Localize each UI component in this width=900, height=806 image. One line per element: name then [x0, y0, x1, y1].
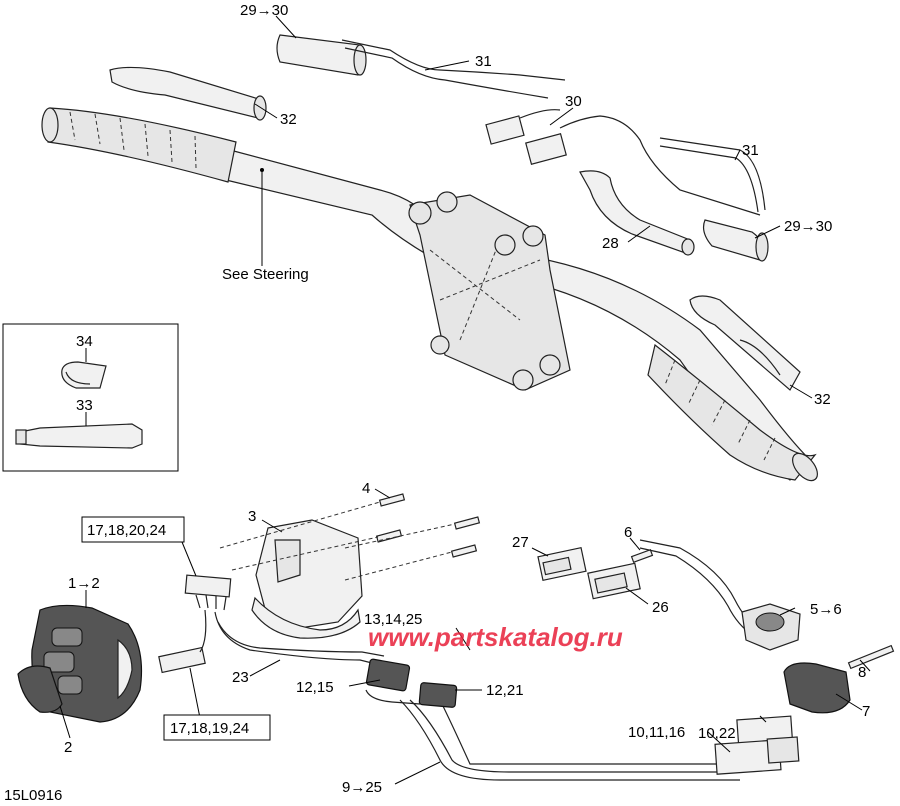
- harness-connectors: [158, 539, 895, 781]
- drawing-code: 15L0916: [4, 787, 62, 804]
- callout-34: 34: [76, 333, 93, 350]
- callout-4: 4: [362, 480, 370, 497]
- right-grip-end: [792, 452, 818, 482]
- callouts: 29→30 31 32 30 31 29→30 28 32 See Steeri…: [4, 2, 870, 804]
- callout-30: 30: [565, 93, 582, 110]
- callout-box-17-18-20-24: [81, 516, 185, 543]
- callout-33: 33: [76, 397, 93, 414]
- callout-6: 6: [624, 524, 632, 541]
- callout-10-22: 10,22: [698, 725, 736, 742]
- riser-clamp: [408, 191, 571, 391]
- callout-29-30-right: 29→30: [784, 218, 832, 235]
- callout-13-14-25: 13,14,25: [364, 611, 422, 628]
- callout-8: 8: [858, 664, 866, 681]
- callout-23: 23: [232, 669, 249, 686]
- callout-5-6: 5→6: [810, 601, 842, 618]
- see-steering-note: See Steering: [222, 266, 309, 283]
- leader-lines: [59, 15, 871, 785]
- callout-7: 7: [862, 703, 870, 720]
- inset-box: [2, 323, 179, 472]
- callout-17-18-19-24: 17,18,19,24: [170, 720, 249, 737]
- callout-10-11-16: 10,11,16: [628, 724, 685, 741]
- callout-12-15: 12,15: [296, 679, 334, 696]
- throttle-housing: [219, 493, 481, 639]
- callout-31-right: 31: [742, 142, 759, 159]
- callout-12-21: 12,21: [486, 682, 524, 699]
- callout-27: 27: [512, 534, 529, 551]
- grip-heater-parts: [109, 34, 801, 391]
- callout-9-25: 9→25: [342, 779, 382, 796]
- callout-3: 3: [248, 508, 256, 525]
- callout-26: 26: [652, 599, 669, 616]
- callout-box-17-18-19-24: [163, 714, 271, 741]
- callout-31-top: 31: [475, 53, 492, 70]
- handlebar: [41, 107, 818, 482]
- callout-17-18-20-24: 17,18,20,24: [87, 522, 166, 539]
- control-switch: [17, 604, 143, 723]
- callout-32-right: 32: [814, 391, 831, 408]
- watermark-text: www.partskatalog.ru: [368, 622, 623, 652]
- callout-1-2: 1→2: [68, 575, 100, 592]
- left-grip: [47, 107, 237, 183]
- callout-28: 28: [602, 235, 619, 252]
- callout-2: 2: [64, 739, 72, 756]
- left-grip-end: [41, 107, 59, 143]
- callout-29-30-top: 29→30: [240, 2, 288, 19]
- callout-32-left: 32: [280, 111, 297, 128]
